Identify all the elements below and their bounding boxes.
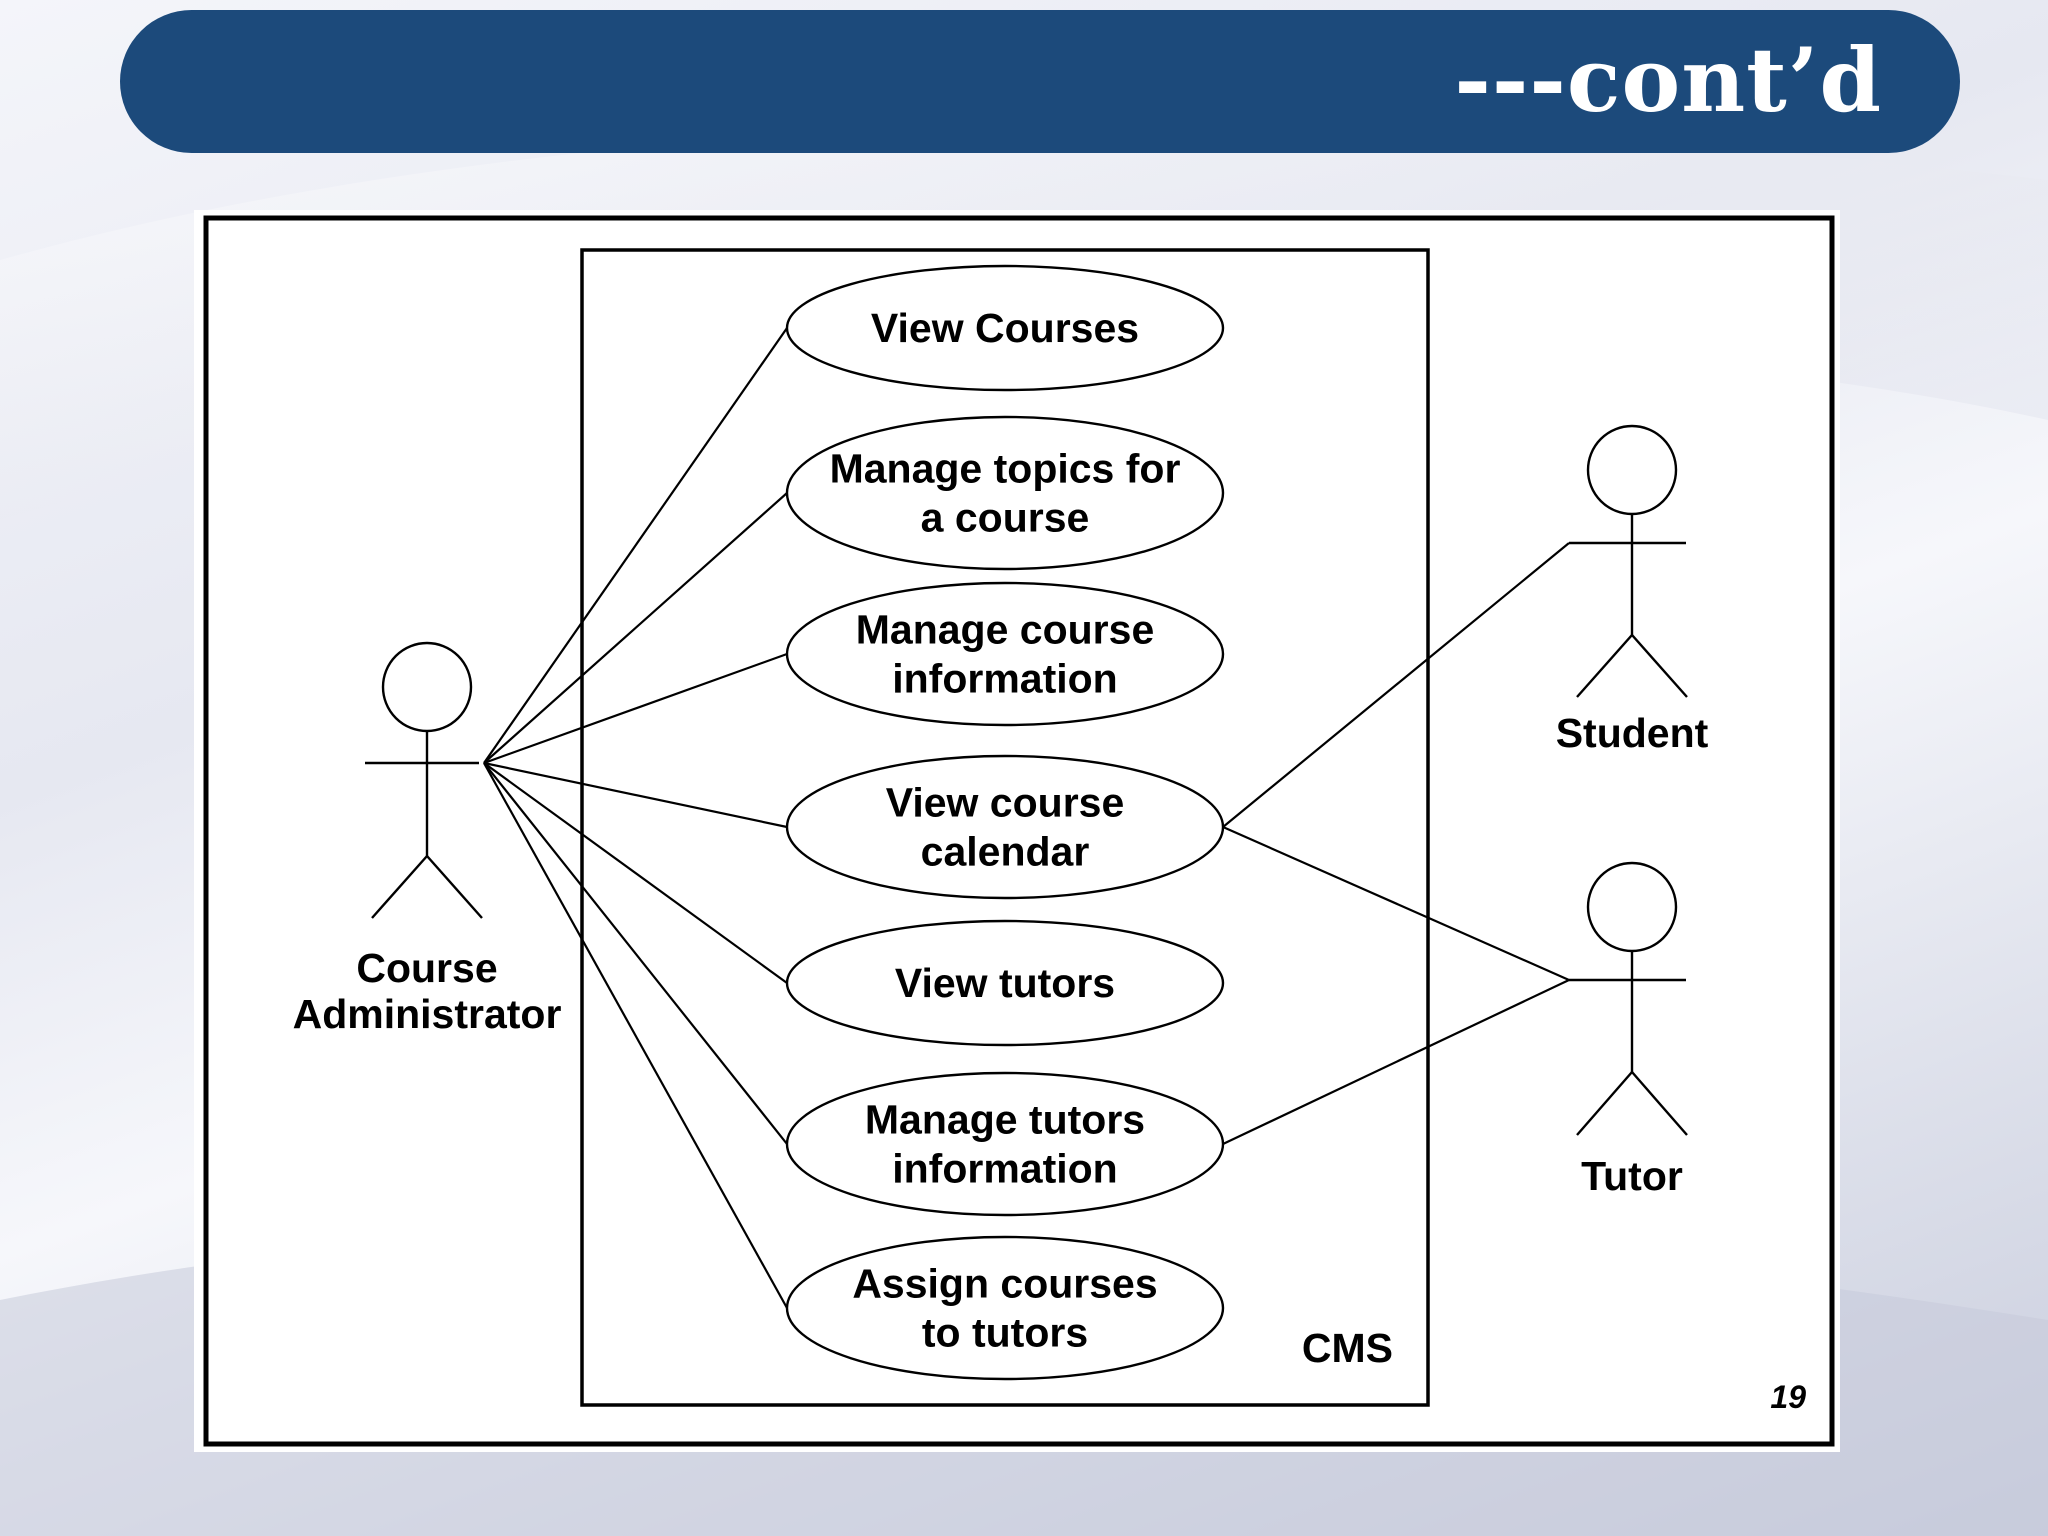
actor-label: Course (356, 945, 497, 991)
actor-right-leg (426, 855, 483, 919)
actor-label: Tutor (1581, 1153, 1683, 1199)
association-admin-uc1 (483, 327, 788, 764)
use-case-label: Manage course (856, 607, 1155, 653)
association-tutor-uc4 (1222, 825, 1570, 982)
system-boundary (580, 248, 1430, 1407)
use-case-label: Manage topics for (830, 446, 1181, 492)
association-admin-uc7 (483, 762, 788, 1309)
use-case-ellipse (785, 415, 1225, 571)
actor-right-leg (1631, 634, 1688, 698)
use-case-label: a course (921, 495, 1090, 541)
use-case-label: Assign courses (852, 1261, 1157, 1307)
use-case-label: information (892, 656, 1117, 702)
actor-right-leg (1631, 1071, 1688, 1136)
use-case-uc5: View tutors (785, 919, 1225, 1047)
use-case-label: View tutors (895, 960, 1115, 1006)
use-case-ellipse (785, 919, 1225, 1047)
use-case-ellipse (785, 581, 1225, 727)
use-case-label: View course (886, 780, 1125, 826)
actor-left-leg (1576, 634, 1633, 698)
association-tutor-uc6 (1222, 979, 1570, 1145)
slide-title: ---cont’d (1454, 28, 1882, 132)
association-admin-uc6 (483, 762, 788, 1145)
use-case-label: Manage tutors (865, 1097, 1145, 1143)
use-case-label: calendar (921, 829, 1090, 875)
actor-left-leg (371, 855, 428, 919)
use-case-ellipse (785, 754, 1225, 900)
use-case-label: information (892, 1146, 1117, 1192)
use-case-ellipse (785, 1235, 1225, 1381)
actor-student: Student (1556, 424, 1709, 756)
use-case-uc1: View Courses (785, 264, 1225, 392)
associations-layer (483, 327, 1570, 1309)
actor-label: Student (1556, 710, 1709, 756)
actor-head (381, 641, 473, 733)
association-admin-uc4 (483, 761, 788, 829)
association-admin-uc2 (483, 492, 788, 764)
use-case-label: View Courses (871, 305, 1139, 351)
association-admin-uc3 (483, 652, 788, 765)
use-case-ellipse (785, 1071, 1225, 1217)
actor-left-leg (1576, 1071, 1633, 1136)
use-case-label: to tutors (922, 1310, 1088, 1356)
system-label: CMS (1302, 1325, 1393, 1371)
association-student-uc4 (1222, 542, 1570, 828)
actor-head (1586, 424, 1678, 516)
actor-label: Administrator (293, 991, 562, 1037)
actor-head (1586, 861, 1678, 953)
actor-tutor: Tutor (1569, 861, 1688, 1199)
title-bar: ---cont’d (120, 10, 1960, 153)
use-case-ellipse (785, 264, 1225, 392)
association-admin-uc5 (483, 762, 788, 984)
figure-frame (203, 215, 1835, 1447)
page-number: 19 (1770, 1379, 1806, 1415)
